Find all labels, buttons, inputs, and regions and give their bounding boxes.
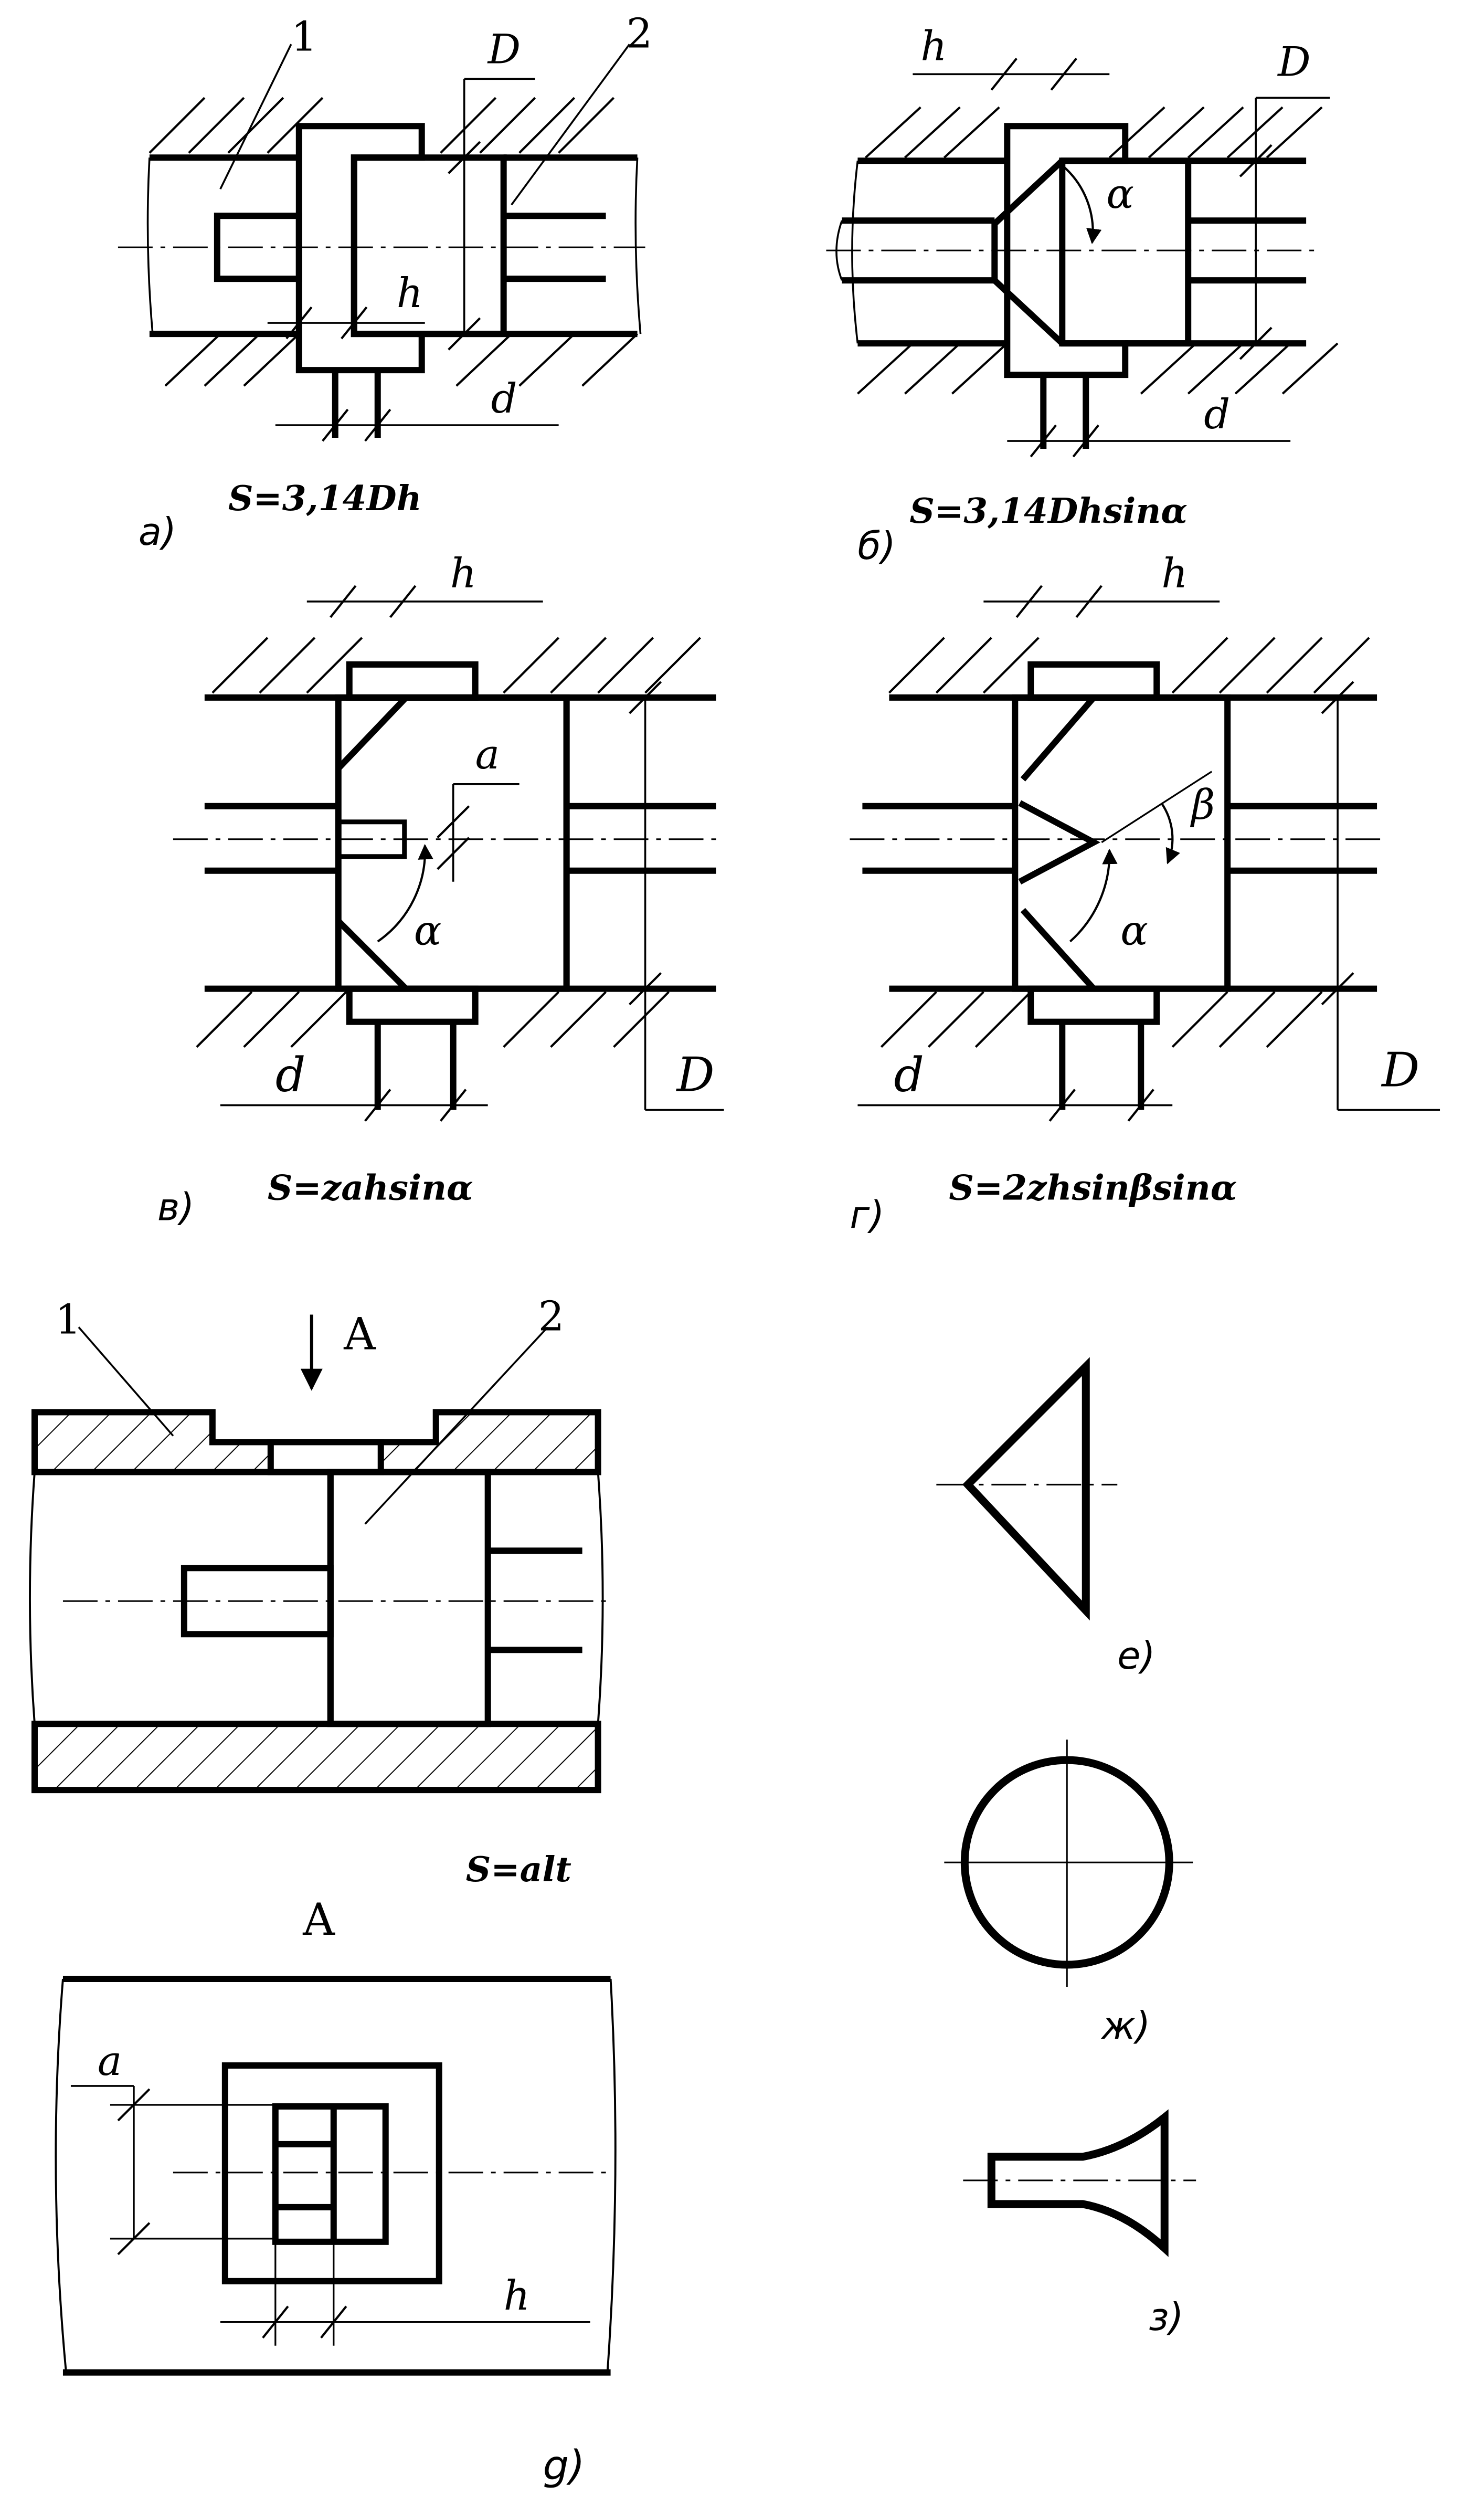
panel-d-view-a [55, 1976, 617, 2376]
panel-d-top-insert [267, 1439, 384, 1476]
panel-v-label-h: h [450, 550, 476, 597]
panel-d-label-h: h [504, 2272, 530, 2320]
panel-z-caption: з) [1149, 2295, 1183, 2339]
panel-zh-caption: ж) [1100, 2004, 1150, 2048]
panel-v-hatch-bottom [196, 991, 670, 1048]
panel-v-hatch-top [211, 637, 702, 694]
panel-g-label-d: d [894, 1048, 924, 1103]
panel-d-caption: g) [543, 2442, 585, 2490]
panel-v-caption: в) [157, 1185, 195, 1229]
panel-zh-drawing [944, 1740, 1193, 1987]
panel-e-caption: е) [1117, 1634, 1155, 1678]
panel-a-hatch-bottom [164, 333, 639, 387]
panel-d-inner-window [272, 2103, 389, 2245]
panel-b-formula: S=3,14Dhsinα [909, 490, 1188, 531]
panel-g-label-D: D [1381, 1043, 1419, 1098]
panel-v-housing [204, 694, 716, 992]
panel-a-caption: а) [139, 510, 176, 554]
panel-d-formula: S=alt [466, 1849, 571, 1890]
triangle-profile [962, 1357, 1090, 1621]
panel-g-label-h: h [1161, 550, 1188, 597]
panel-b-housing [857, 157, 1307, 347]
panel-g-label-beta: β [1190, 782, 1215, 829]
panel-g-drawing [850, 585, 1440, 1122]
panel-a-label-2: 2 [627, 10, 653, 57]
panel-a-leader-1 [219, 44, 292, 190]
panel-a-label-D: D [487, 26, 521, 73]
panel-v-label-a: a [475, 731, 500, 778]
panel-g-hatch-bottom [880, 991, 1323, 1048]
panel-a-drawing [118, 44, 645, 442]
panel-a-label-h: h [397, 270, 423, 317]
panel-v-top-ring [346, 661, 479, 701]
panel-b-drawing [826, 57, 1339, 458]
panel-d-label-2: 2 [538, 1293, 565, 1340]
panel-d-label-a: a [98, 2038, 122, 2085]
panel-a-housing [149, 154, 638, 338]
panel-g-top-ring [1027, 661, 1160, 701]
panel-v-label-alpha: α [414, 908, 442, 955]
panel-d-label-1: 1 [55, 1296, 81, 1343]
panel-g-formula: S=2zhsinβsinα [949, 1167, 1237, 1208]
panel-d-piston-2 [327, 1469, 491, 1727]
panel-b-label-D: D [1277, 38, 1311, 86]
panel-a-piston-2 [351, 154, 507, 338]
panel-b-hatch-top [865, 106, 1323, 159]
panel-v-label-D: D [676, 1048, 715, 1103]
panel-v-formula: S=zahsinα [268, 1167, 473, 1208]
panel-a-label-d: d [491, 375, 517, 423]
panel-g-label-alpha: α [1120, 908, 1148, 955]
panel-b-label-d: d [1204, 391, 1230, 438]
panel-b-cone-right [1059, 157, 1192, 347]
panel-a-formula: S=3,14Dh [228, 478, 422, 519]
panel-e-drawing [936, 1357, 1118, 1621]
panel-b-break [851, 161, 859, 344]
panel-b-caption: б) [857, 524, 895, 568]
panel-b-hatch-bottom [857, 342, 1339, 395]
panel-z-drawing [963, 2109, 1196, 2257]
panel-v-label-d: d [275, 1048, 306, 1103]
panel-d-drawing [29, 1314, 606, 1794]
panel-g-body [1012, 694, 1231, 992]
panel-d-label-arrowA: А [343, 1308, 377, 1360]
panel-g-hatch-top [888, 637, 1370, 694]
panel-v-bottom-ring [346, 985, 479, 1025]
panel-g-v-groove [1018, 800, 1101, 885]
panel-d-bottom-wall [31, 1721, 601, 1794]
panel-d-label-viewA: А [302, 1894, 336, 1945]
panel-b-label-h: h [920, 23, 947, 70]
panel-g-caption: г) [850, 1193, 884, 1237]
panel-b-label-alpha: α [1106, 171, 1134, 218]
panel-a-leader-2 [511, 44, 631, 206]
panel-a-hatch-top [149, 97, 615, 154]
panel-v-drawing [173, 585, 724, 1122]
flared-profile [987, 2109, 1169, 2257]
panel-a-label-1: 1 [291, 13, 317, 60]
panel-g-bottom-ring [1027, 985, 1160, 1025]
panel-a-break-lines [146, 157, 642, 334]
